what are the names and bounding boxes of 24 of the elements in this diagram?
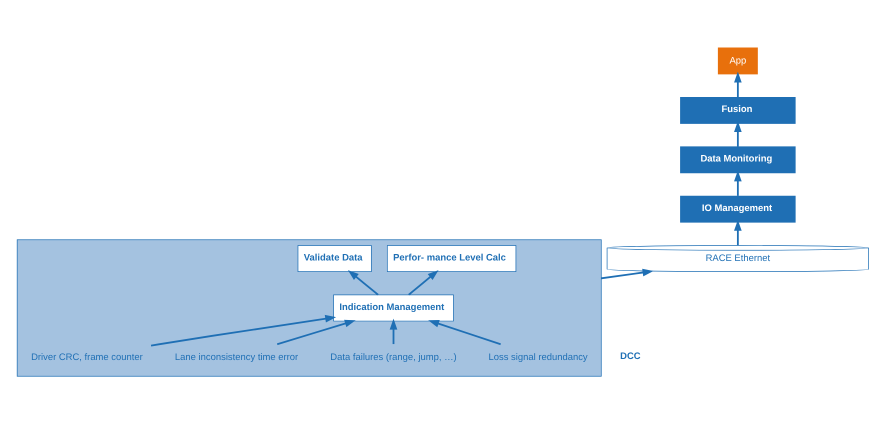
node-box: IO Management (680, 196, 796, 223)
node-box: Data Monitoring (680, 146, 796, 174)
node-box: App (718, 48, 758, 74)
arrow (408, 270, 439, 296)
cluster (16, 239, 602, 377)
node-box: Validate Data (298, 245, 372, 272)
node-text: Lane inconsistency time error (174, 352, 298, 363)
arrow (428, 320, 501, 346)
arrow (734, 121, 742, 146)
node-text: Driver CRC, frame counter (31, 352, 143, 363)
label: DCC (620, 351, 641, 362)
arrow (276, 320, 356, 346)
arrow (734, 170, 742, 196)
node-text: Data failures (range, jump, …) (330, 352, 457, 363)
arrow (390, 318, 398, 344)
node-box: Perfor- mance Level Calc (386, 245, 516, 272)
node-box: Fusion (680, 96, 796, 124)
arrow (601, 268, 654, 280)
arrow (734, 72, 742, 98)
node-text: Loss signal redundancy (488, 352, 588, 363)
arrow (348, 270, 379, 296)
node-box: Indication Management (333, 294, 454, 322)
arrow (150, 314, 336, 346)
arrow (734, 220, 742, 246)
